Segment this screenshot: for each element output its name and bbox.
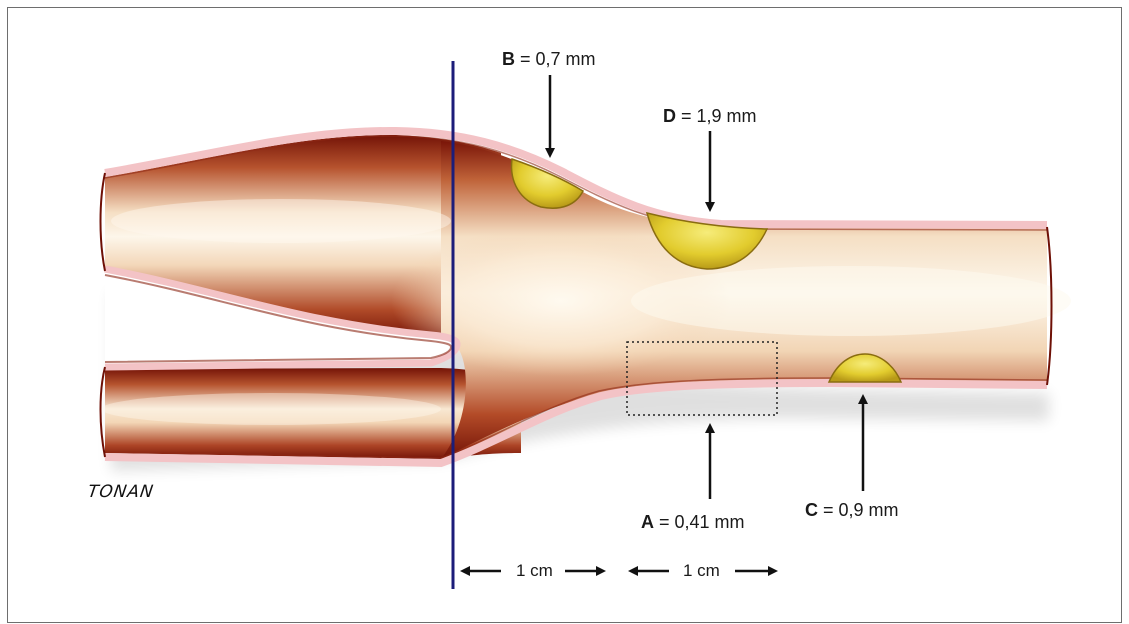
label-b-letter: B	[502, 49, 515, 69]
label-d-letter: D	[663, 106, 676, 126]
label-d: D = 1,9 mm	[663, 106, 757, 126]
label-d-value: = 1,9 mm	[676, 106, 757, 126]
lower-lumen-highlight	[101, 393, 441, 425]
distance-label-2: 1 cm	[683, 561, 720, 581]
trunk-lumen-highlight	[631, 266, 1071, 336]
artist-signature: TONAN	[87, 482, 156, 502]
figure-frame: B = 0,7 mm D = 1,9 mm A = 0,41 mm C = 0,…	[7, 7, 1122, 623]
left-cut-upper	[101, 173, 106, 271]
label-a: A = 0,41 mm	[641, 512, 745, 532]
upper-lumen-highlight	[111, 199, 451, 243]
label-a-value: = 0,41 mm	[654, 512, 745, 532]
label-b: B = 0,7 mm	[502, 49, 596, 69]
label-a-letter: A	[641, 512, 654, 532]
label-c-value: = 0,9 mm	[818, 500, 899, 520]
label-b-value: = 0,7 mm	[515, 49, 596, 69]
carotid-bifurcation-diagram	[8, 8, 1123, 624]
label-c: C = 0,9 mm	[805, 500, 899, 520]
label-c-letter: C	[805, 500, 818, 520]
distance-label-1: 1 cm	[516, 561, 553, 581]
